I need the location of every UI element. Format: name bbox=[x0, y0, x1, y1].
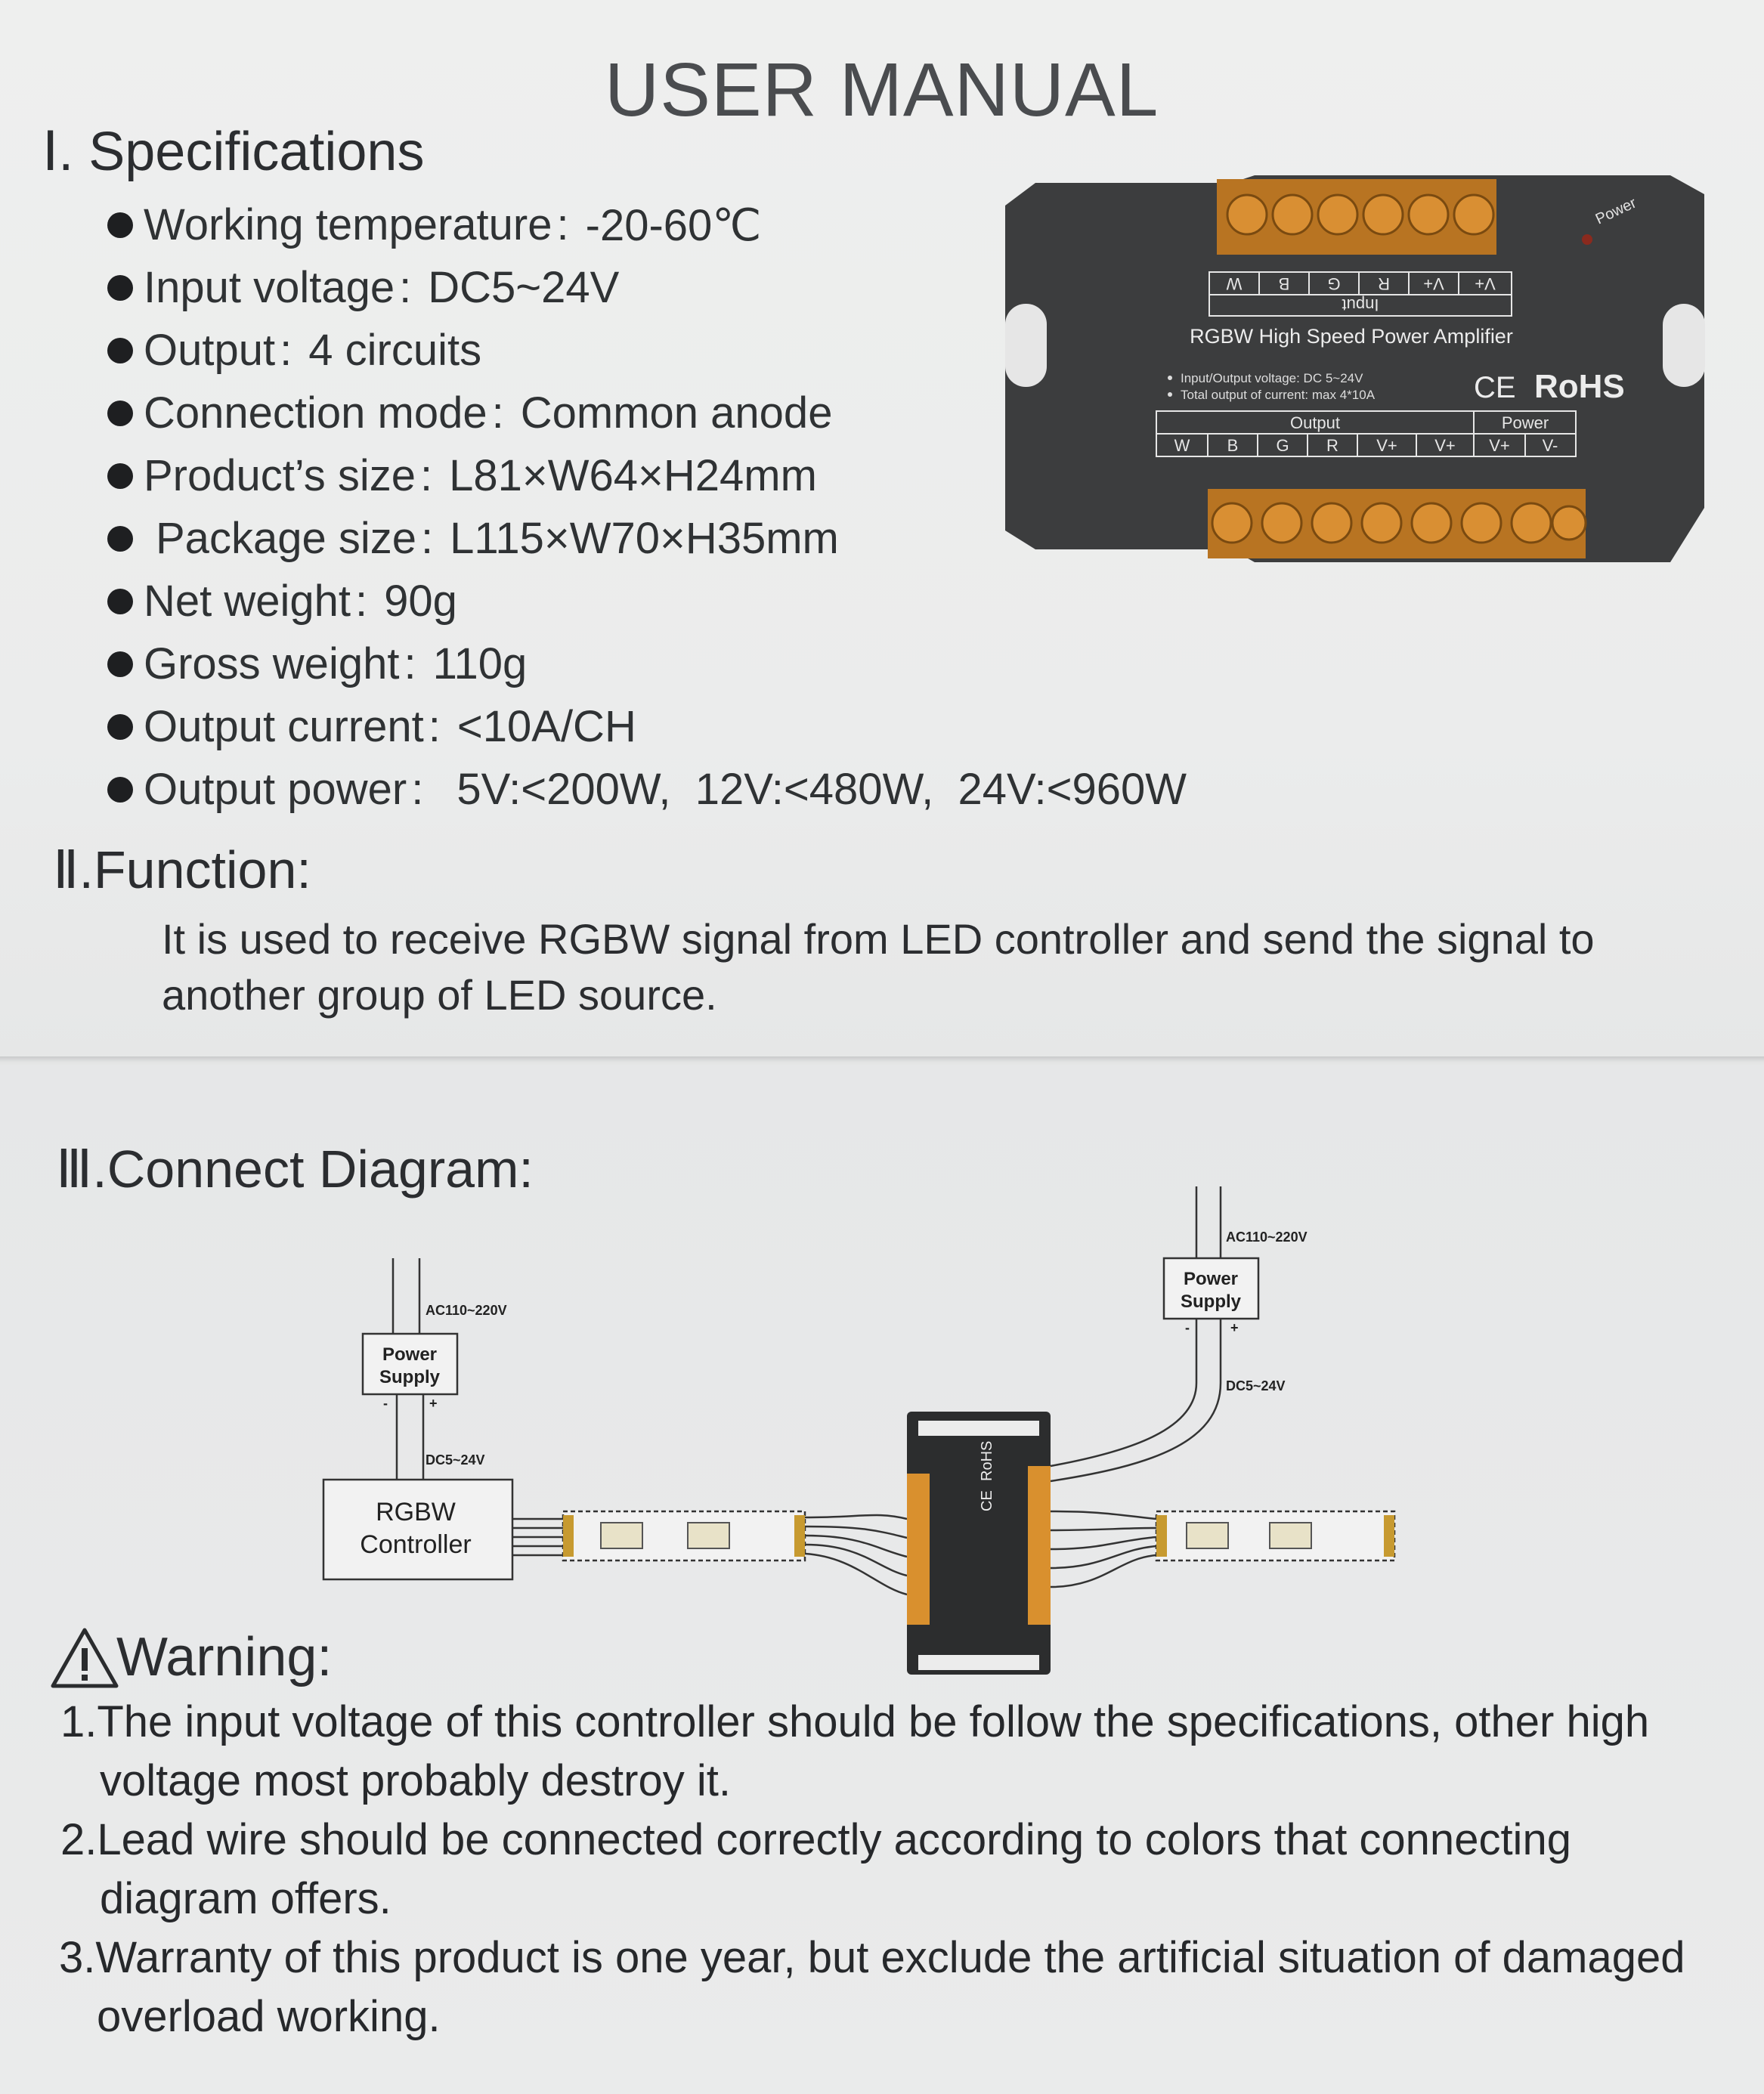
spec-value: L115×W70×H35mm bbox=[450, 514, 839, 563]
spec-value: 5V:<200W, 12V:<480W, 24V:<960W bbox=[456, 765, 1187, 814]
bullet-icon bbox=[107, 713, 133, 740]
spec-label: Output current bbox=[144, 702, 424, 751]
spec-item: Output:4 circuits bbox=[107, 319, 1187, 382]
input-terminal-label: V+ bbox=[1423, 274, 1444, 293]
warning-item-line: voltage most probably destroy it. bbox=[100, 1756, 731, 1805]
amp-ce-mark: CE bbox=[979, 1490, 995, 1511]
spec-item: Gross weight:110g bbox=[107, 633, 1187, 695]
bullet-icon bbox=[107, 651, 133, 677]
manual-page-bottom bbox=[0, 1066, 1764, 2094]
dc-label-left: DC5~24V bbox=[426, 1452, 485, 1468]
spec-value: 110g bbox=[432, 639, 528, 688]
spec-label: Product’s size bbox=[144, 451, 416, 500]
controller-label: RGBW bbox=[376, 1498, 456, 1526]
spec-value: <10A/CH bbox=[456, 702, 636, 751]
spec-label: Net weight bbox=[144, 577, 351, 626]
plus-sign: + bbox=[429, 1396, 438, 1411]
warning-item-line: overload working. bbox=[97, 1992, 441, 2041]
output-terminal-label: V+ bbox=[1434, 436, 1456, 455]
output-terminal-label: V+ bbox=[1376, 436, 1397, 455]
page-title: USER MANUAL bbox=[605, 48, 1159, 132]
function-text-line: another group of LED source. bbox=[162, 971, 717, 1019]
warning-item-line: 2.Lead wire should be connected correctl… bbox=[60, 1815, 1571, 1864]
input-terminal-label: V+ bbox=[1475, 274, 1496, 293]
bullet-icon bbox=[107, 525, 133, 552]
amp-rohs-mark: RoHS bbox=[979, 1441, 995, 1481]
minus-sign: - bbox=[1185, 1320, 1190, 1335]
power-terminal-label: V+ bbox=[1489, 436, 1510, 455]
output-terminal-label: G bbox=[1276, 436, 1289, 455]
amplifier-photo: Power W B G R V+ V+ Input RGBW High Spee… bbox=[1005, 175, 1705, 562]
dc-label-right: DC5~24V bbox=[1226, 1378, 1286, 1393]
warning-icon bbox=[51, 1628, 119, 1688]
input-terminal-label: R bbox=[1378, 274, 1390, 293]
device-spec-line: Input/Output voltage: DC 5~24V bbox=[1181, 371, 1363, 385]
spec-item: Package size:L115×W70×H35mm bbox=[107, 507, 1187, 570]
spec-label: Input voltage bbox=[144, 263, 395, 312]
connect-diagram-heading: Ⅲ.Connect Diagram: bbox=[56, 1140, 534, 1199]
paper-fold bbox=[0, 1056, 1764, 1066]
rohs-mark: RoHS bbox=[1534, 368, 1625, 405]
function-heading: Ⅱ.Function: bbox=[53, 840, 311, 899]
bullet-icon bbox=[107, 274, 133, 301]
bullet-icon bbox=[107, 337, 133, 363]
spec-item: Output current:<10A/CH bbox=[107, 695, 1187, 758]
spec-value: L81×W64×H24mm bbox=[449, 451, 817, 500]
psu-label-left: Power bbox=[382, 1344, 437, 1365]
bullet-icon bbox=[107, 588, 133, 614]
input-label: Input bbox=[1342, 295, 1379, 314]
device-name: RGBW High Speed Power Amplifier bbox=[1190, 325, 1513, 348]
spec-value: Common anode bbox=[520, 388, 833, 438]
spec-item: Input voltage:DC5~24V bbox=[107, 256, 1187, 319]
warning-item-line: 1.The input voltage of this controller s… bbox=[60, 1697, 1650, 1746]
ac-label-right: AC110~220V bbox=[1226, 1229, 1308, 1245]
psu-label-right: Supply bbox=[1181, 1291, 1242, 1312]
specifications-heading: Ⅰ. Specifications bbox=[42, 122, 425, 182]
bullet-icon bbox=[107, 212, 133, 238]
bullet-icon bbox=[107, 776, 133, 803]
output-terminal-label: B bbox=[1227, 436, 1239, 455]
device-spec-line: Total output of current: max 4*10A bbox=[1181, 388, 1376, 402]
spec-value: 4 circuits bbox=[308, 326, 482, 375]
spec-value: DC5~24V bbox=[428, 263, 620, 312]
psu-label-right: Power bbox=[1184, 1269, 1238, 1289]
spec-label: Gross weight bbox=[144, 639, 400, 688]
bullet-icon bbox=[107, 462, 133, 489]
bullet-icon bbox=[107, 400, 133, 426]
plus-sign: + bbox=[1230, 1320, 1239, 1335]
warning-item-line: diagram offers. bbox=[100, 1874, 391, 1923]
ce-mark: CE bbox=[1474, 371, 1516, 404]
ac-label-left: AC110~220V bbox=[426, 1303, 507, 1318]
function-text-line: It is used to receive RGBW signal from L… bbox=[162, 915, 1595, 963]
input-terminal-label: G bbox=[1327, 274, 1340, 293]
output-terminal-label: R bbox=[1326, 436, 1338, 455]
input-terminal-label: B bbox=[1279, 274, 1290, 293]
spec-label: Connection mode bbox=[144, 388, 487, 438]
minus-sign: - bbox=[383, 1396, 388, 1411]
power-label: Power bbox=[1502, 413, 1549, 432]
spec-label: Output bbox=[144, 326, 276, 375]
warning-heading: Warning: bbox=[116, 1627, 333, 1687]
output-label: Output bbox=[1290, 413, 1340, 432]
spec-value: -20-60℃ bbox=[585, 200, 762, 250]
warning-item-line: 3.Warranty of this product is one year, … bbox=[59, 1933, 1685, 1982]
spec-label: Package size bbox=[156, 514, 416, 563]
power-terminal-label: V- bbox=[1543, 436, 1558, 455]
output-terminal-label: W bbox=[1174, 436, 1190, 455]
spec-item: Product’s size:L81×W64×H24mm bbox=[107, 444, 1187, 507]
spec-value: 90g bbox=[384, 577, 457, 626]
spec-item: Net weight:90g bbox=[107, 570, 1187, 633]
spec-item: Connection mode:Common anode bbox=[107, 382, 1187, 444]
input-terminal-label: W bbox=[1226, 274, 1242, 293]
spec-list: Working temperature:-20-60℃ Input voltag… bbox=[107, 193, 1187, 821]
controller-label: Controller bbox=[360, 1530, 471, 1559]
connection-diagram: RoHS CE AC110~220V DC5~24V AC110~220V DC… bbox=[322, 1186, 1396, 1675]
spec-item: Output power:5V:<200W, 12V:<480W, 24V:<9… bbox=[107, 758, 1187, 821]
spec-label: Working temperature bbox=[144, 200, 552, 249]
spec-label: Output power bbox=[144, 765, 407, 814]
psu-label-left: Supply bbox=[379, 1367, 441, 1387]
spec-item: Working temperature:-20-60℃ bbox=[107, 193, 1187, 256]
